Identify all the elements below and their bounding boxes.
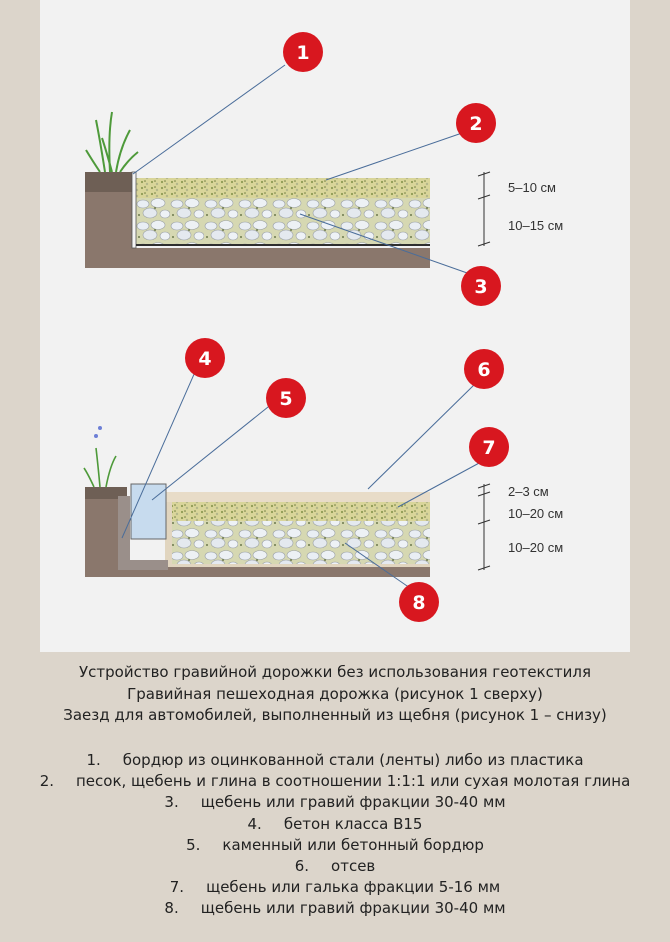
legend-text: щебень или гравий фракции 30-40 мм: [200, 899, 506, 918]
legend-number: 7.: [169, 878, 185, 897]
legend-number: 3.: [164, 793, 179, 812]
marker-7: 7: [469, 427, 509, 467]
legend-number: 4.: [247, 814, 262, 833]
legend-number: 2.: [39, 772, 54, 791]
diagram-caption: Устройство гравийной дорожки без использ…: [0, 662, 670, 727]
legend-item-2: 2. песок, щебень и глина в соотношении 1:…: [0, 771, 670, 792]
marker-2: 2: [456, 103, 496, 143]
caption-title: Устройство гравийной дорожки без использ…: [79, 663, 591, 681]
bottom-soil-top: [85, 487, 127, 499]
top-gravel-layer: [136, 197, 430, 245]
legend-list: 1. бордюр из оцинкованной стали (ленты) л…: [0, 750, 670, 920]
legend-item-3: 3. щебень или гравий фракции 30-40 мм: [0, 792, 670, 813]
bottom-screening-layer: [165, 492, 430, 502]
svg-text:5: 5: [279, 388, 292, 410]
dim-bottom-1: 2–3 см: [508, 484, 549, 499]
top-section: [85, 111, 430, 268]
svg-text:1: 1: [296, 42, 309, 64]
legend-number: 6.: [294, 857, 310, 876]
marker-3: 3: [461, 266, 501, 306]
legend-item-6: 6. отсев: [0, 856, 670, 877]
top-soil-shade: [85, 172, 133, 192]
flower-icon: [83, 426, 117, 488]
marker-8: 8: [399, 582, 439, 622]
dim-bottom-3: 10–20 см: [508, 540, 563, 555]
marker-4: 4: [185, 338, 225, 378]
legend-text: бетон класса В15: [283, 814, 423, 833]
legend-text: каменный или бетонный бордюр: [222, 835, 484, 854]
concrete-base: [118, 496, 168, 570]
marker-5: 5: [266, 378, 306, 418]
legend-item-1: 1. бордюр из оцинкованной стали (ленты) л…: [0, 750, 670, 771]
legend-number: 1.: [86, 751, 101, 769]
legend-item-5: 5. каменный или бетонный бордюр: [0, 835, 670, 856]
dim-top-2: 10–15 см: [508, 218, 563, 233]
top-dimension-scale: [477, 171, 491, 247]
legend-text: бордюр из оцинкованной стали (ленты) либ…: [122, 751, 584, 769]
bottom-section: [83, 426, 430, 577]
legend-text: щебень или гравий фракции 30-40 мм: [200, 793, 506, 812]
dim-bottom-2: 10–20 см: [508, 506, 563, 521]
dim-top-1: 5–10 см: [508, 180, 556, 195]
top-mix-layer: [136, 178, 430, 198]
svg-text:4: 4: [198, 348, 211, 370]
grass-icon: [85, 111, 139, 173]
bottom-gravel-layer: [172, 520, 430, 564]
legend-text: щебень или галька фракции 5-16 мм: [206, 878, 501, 897]
steel-border-strip: [131, 171, 137, 249]
bottom-mid-layer: [172, 502, 430, 521]
svg-text:6: 6: [477, 359, 490, 381]
marker-1: 1: [283, 32, 323, 72]
legend-text: отсев: [331, 857, 376, 876]
legend-text: песок, щебень и глина в соотношении 1:1:…: [76, 772, 631, 791]
legend-item-4: 4. бетон класса В15: [0, 814, 670, 835]
path-cross-section-diagram: 5–10 см 10–15 см 2–3 см 10–20 см 10–20 с…: [83, 32, 563, 622]
legend-item-8: 8. щебень или гравий фракции 30-40 мм: [0, 898, 670, 919]
legend-number: 8.: [164, 899, 179, 918]
bottom-dimension-scale: [477, 483, 491, 571]
caption-subtitle-bottom: Заезд для автомобилей, выполненный из ще…: [63, 706, 607, 724]
border-stone: [130, 483, 167, 540]
svg-text:3: 3: [474, 276, 487, 298]
legend-item-7: 7. щебень или галька фракции 5-16 мм: [0, 877, 670, 898]
leader-lines: [121, 64, 482, 589]
marker-6: 6: [464, 349, 504, 389]
svg-text:7: 7: [482, 437, 495, 459]
legend-number: 5.: [186, 835, 201, 854]
svg-text:8: 8: [412, 592, 425, 614]
svg-text:2: 2: [469, 113, 482, 135]
caption-subtitle-top: Гравийная пешеходная дорожка (рисунок 1 …: [127, 684, 543, 703]
